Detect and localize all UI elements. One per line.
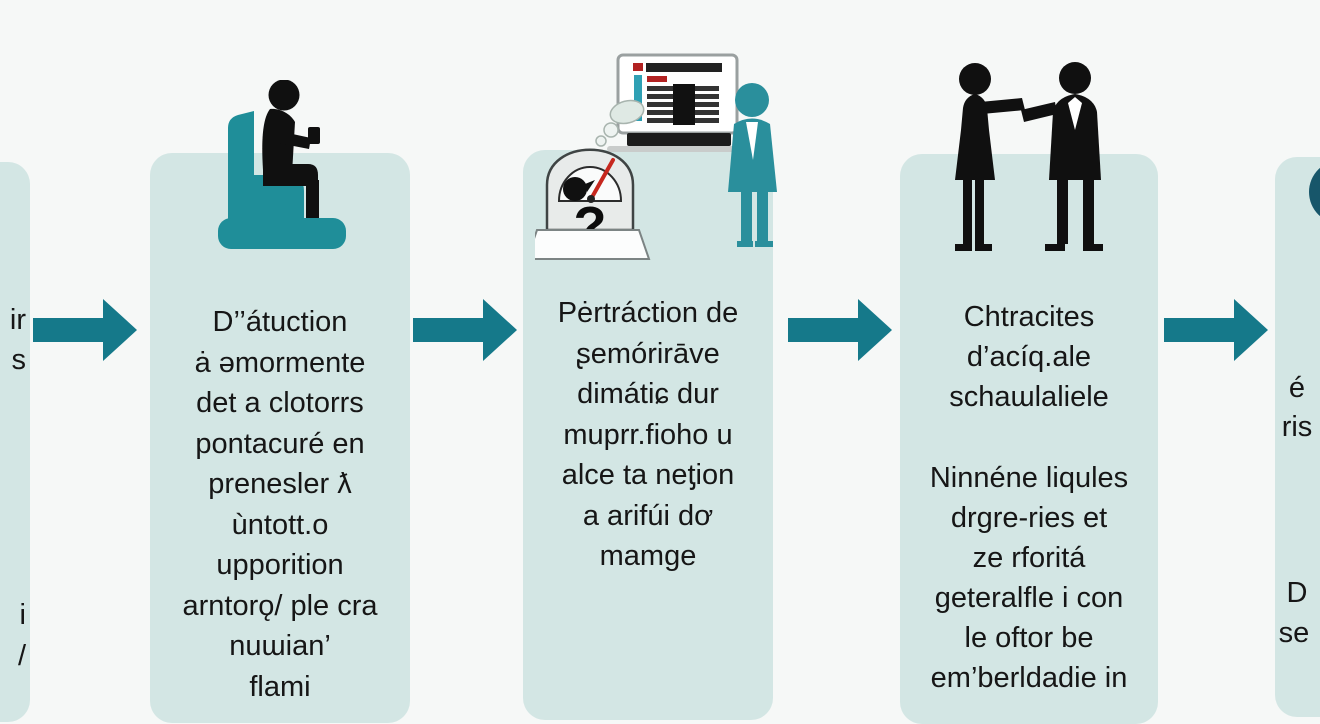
step-box-right-partial <box>1275 157 1320 717</box>
text-fragment: / <box>17 640 26 672</box>
text-line: le oftor be <box>964 622 1094 654</box>
step-box-3 <box>900 154 1158 724</box>
text-line: mamge <box>599 540 697 572</box>
text-fragment: s <box>11 344 27 376</box>
text-fragment: D <box>1286 577 1308 609</box>
text-line: d’acíq.ale <box>966 341 1092 373</box>
text-line: nuɯian’ <box>229 630 331 662</box>
flow-arrow-3 <box>788 299 892 361</box>
text-line: Ninnéne liqules <box>929 462 1129 494</box>
text-line: arntorǫ/ ple cra <box>182 589 378 622</box>
text-line: prenesler ƛ <box>208 468 352 500</box>
presenter-person-icon <box>728 83 777 247</box>
text-fragment: é <box>1288 372 1306 404</box>
text-line: em’berldadie in <box>930 662 1128 694</box>
flow-arrow-2 <box>413 299 517 361</box>
text-line: a arifúi dơ <box>582 499 714 532</box>
text-line: upporition <box>216 549 344 581</box>
text-line: ùntott.o <box>231 508 329 541</box>
text-line: ʂemórirāve <box>576 337 720 370</box>
text-line: dimátiɕ dur <box>577 378 719 410</box>
step-3-text: Chtracites d’acíq.ale schaɯlaliele Ninné… <box>900 297 1158 698</box>
text-line: det a clotorrs <box>196 387 364 419</box>
text-line: alce ta neƫion <box>561 459 735 491</box>
pointing-hand-icon <box>595 99 645 147</box>
presenter-laptop-gauge-icon: ? <box>535 53 777 260</box>
woman-figure-icon <box>955 63 1025 251</box>
flow-arrow-4 <box>1164 299 1268 361</box>
gauge-question-icon: ? <box>535 148 651 260</box>
text-fragment: ris <box>1281 411 1313 443</box>
text-line: Chtracites <box>963 301 1095 333</box>
partial-clipped-icon <box>1309 160 1320 224</box>
text-line: muprr.fioho u <box>563 418 733 451</box>
handshake-people-icon <box>955 62 1103 251</box>
text-line: ȧ əmormente <box>194 346 366 379</box>
text-fragment: i <box>19 599 26 631</box>
text-line: Pėrtráction de <box>557 297 739 329</box>
text-fragment: se <box>1278 617 1310 649</box>
text-line: geteralfle i con <box>934 582 1124 614</box>
text-fragment: ir <box>9 304 26 336</box>
text-line: ze rforitá <box>972 542 1086 574</box>
step-box-left-partial <box>0 162 30 722</box>
man-figure-icon <box>1021 62 1103 251</box>
text-line: schaɯlaliele <box>949 381 1109 413</box>
text-line: D’’átuction <box>212 306 348 338</box>
step-2-text: Pėrtráction de ʂemórirāve dimátiɕ dur mu… <box>523 293 773 577</box>
step-1-text: D’’átuction ȧ əmormente det a clotorrs p… <box>150 302 410 707</box>
text-line: pontacuré en <box>195 427 365 460</box>
flow-arrow-1 <box>33 299 137 361</box>
text-line: drgre-ries et <box>950 502 1108 534</box>
person-sitting-in-chair-icon <box>218 80 346 249</box>
text-line: flami <box>249 670 311 703</box>
process-infographic: { "palette": { "background": "#f6f8f7", … <box>0 53 1320 724</box>
